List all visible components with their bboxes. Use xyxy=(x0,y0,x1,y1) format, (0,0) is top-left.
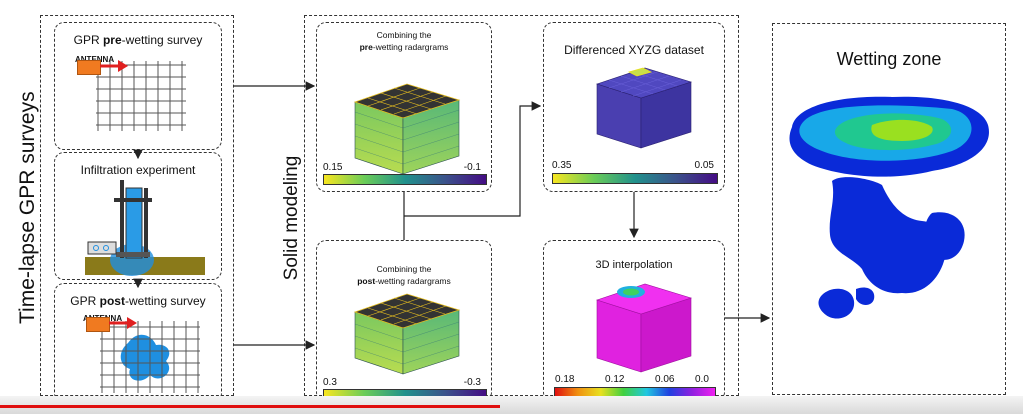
pre-radargram-cube xyxy=(353,83,461,175)
diff-scale-right: 0.05 xyxy=(694,160,714,171)
post-combine-line2: post-wetting radargrams xyxy=(357,276,451,286)
wetting-zone-title: Wetting zone xyxy=(836,49,942,69)
pre-scale-left: 0.15 xyxy=(323,162,343,173)
interp-tick-2: 0.06 xyxy=(655,374,675,385)
middle-panel xyxy=(304,15,739,396)
post-scale-left: 0.3 xyxy=(323,377,337,388)
pre-colorbar xyxy=(323,174,487,185)
post-radargram-cube xyxy=(353,293,461,375)
left-panel xyxy=(40,15,234,396)
pre-combine-box: Combining the pre-wetting radargrams 0.1… xyxy=(316,22,492,192)
post-combine-line1: Combining the xyxy=(376,264,432,274)
antenna-label: ANTENNA xyxy=(75,55,114,64)
antenna-arrow-post xyxy=(109,317,137,329)
post-scale-right: -0.3 xyxy=(463,377,481,388)
interp-tick-1: 0.12 xyxy=(605,374,625,385)
differenced-box: Differenced XYZG dataset 0.35 0.05 xyxy=(543,22,725,192)
video-progress-played[interactable] xyxy=(0,405,500,408)
post-wetting-survey-box: GPR post-wetting survey ANTENNA xyxy=(54,283,222,403)
post-survey-grid xyxy=(100,321,200,393)
video-progress-bar[interactable] xyxy=(0,396,1023,414)
post-wetting-survey-title: GPR post-wetting survey xyxy=(70,294,206,308)
infiltration-title: Infiltration experiment xyxy=(80,163,196,177)
interpolation-title: 3D interpolation xyxy=(595,259,673,271)
pre-scale-right: -0.1 xyxy=(463,162,481,173)
interp-tick-0: 0.18 xyxy=(555,374,575,385)
differenced-cube xyxy=(596,67,693,149)
diff-colorbar xyxy=(552,173,718,184)
differenced-title: Differenced XYZG dataset xyxy=(564,43,704,57)
pre-combine-line2: pre-wetting radargrams xyxy=(359,42,449,52)
pre-wetting-survey-title: GPR pre-wetting survey xyxy=(73,33,203,47)
interp-tick-3: 0.0 xyxy=(695,374,709,385)
pre-survey-grid xyxy=(96,61,186,131)
pre-combine-line1: Combining the xyxy=(376,30,432,40)
pre-wetting-survey-box: GPR pre-wetting survey ANTENNA xyxy=(54,22,222,150)
wetting-zone-panel: Wetting zone xyxy=(772,23,1006,395)
antenna-arrow xyxy=(100,60,128,72)
infiltration-illustration xyxy=(85,180,205,276)
interpolation-cube xyxy=(596,283,693,373)
interpolation-box: 3D interpolation 0.18 0.12 0.06 0.0 xyxy=(543,240,725,402)
diff-scale-left: 0.35 xyxy=(552,160,572,171)
wetting-zone-model xyxy=(789,96,989,319)
